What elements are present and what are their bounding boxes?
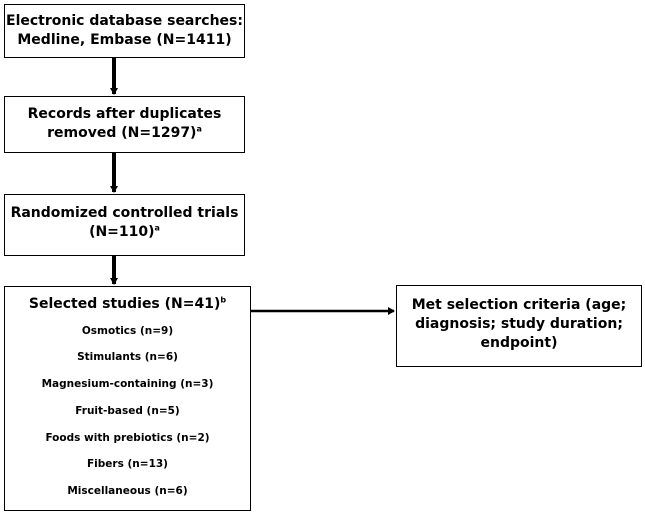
box-records-line2: removed (N=1297) bbox=[47, 125, 197, 141]
study-category-prebiotics: Foods with prebiotics (n=2) bbox=[45, 432, 210, 444]
footnote-marker-a: a bbox=[196, 124, 202, 134]
criteria-line2: diagnosis; study duration; bbox=[415, 316, 623, 332]
box-randomized-trials: Randomized controlled trials (N=110)a bbox=[4, 194, 245, 256]
footnote-marker-a: a bbox=[154, 223, 160, 233]
criteria-line1: Met selection criteria (age; bbox=[411, 297, 627, 313]
box-rct-line2: (N=110) bbox=[89, 224, 155, 240]
box-rct-line1: Randomized controlled trials bbox=[10, 205, 239, 221]
study-category-stimulants: Stimulants (n=6) bbox=[77, 351, 178, 363]
selected-studies-title: Selected studies (N=41) bbox=[28, 296, 221, 312]
footnote-marker-b: b bbox=[220, 295, 227, 305]
study-category-fruit: Fruit-based (n=5) bbox=[75, 405, 180, 417]
study-category-magnesium: Magnesium-containing (n=3) bbox=[41, 378, 214, 390]
criteria-line3: endpoint) bbox=[480, 335, 558, 351]
box-database-searches-line2: Medline, Embase (N=1411) bbox=[17, 32, 232, 48]
box-database-searches: Electronic database searches: Medline, E… bbox=[4, 4, 245, 58]
study-category-fibers: Fibers (n=13) bbox=[87, 458, 168, 470]
study-category-osmotics: Osmotics (n=9) bbox=[81, 325, 174, 337]
study-category-misc: Miscellaneous (n=6) bbox=[67, 485, 188, 497]
box-records-after-duplicates: Records after duplicates removed (N=1297… bbox=[4, 96, 245, 153]
box-records-line1: Records after duplicates bbox=[27, 106, 222, 122]
box-selected-studies: Selected studies (N=41)b Osmotics (n=9) … bbox=[4, 286, 251, 511]
box-database-searches-line1: Electronic database searches: bbox=[6, 13, 243, 29]
box-selection-criteria: Met selection criteria (age; diagnosis; … bbox=[396, 285, 642, 367]
